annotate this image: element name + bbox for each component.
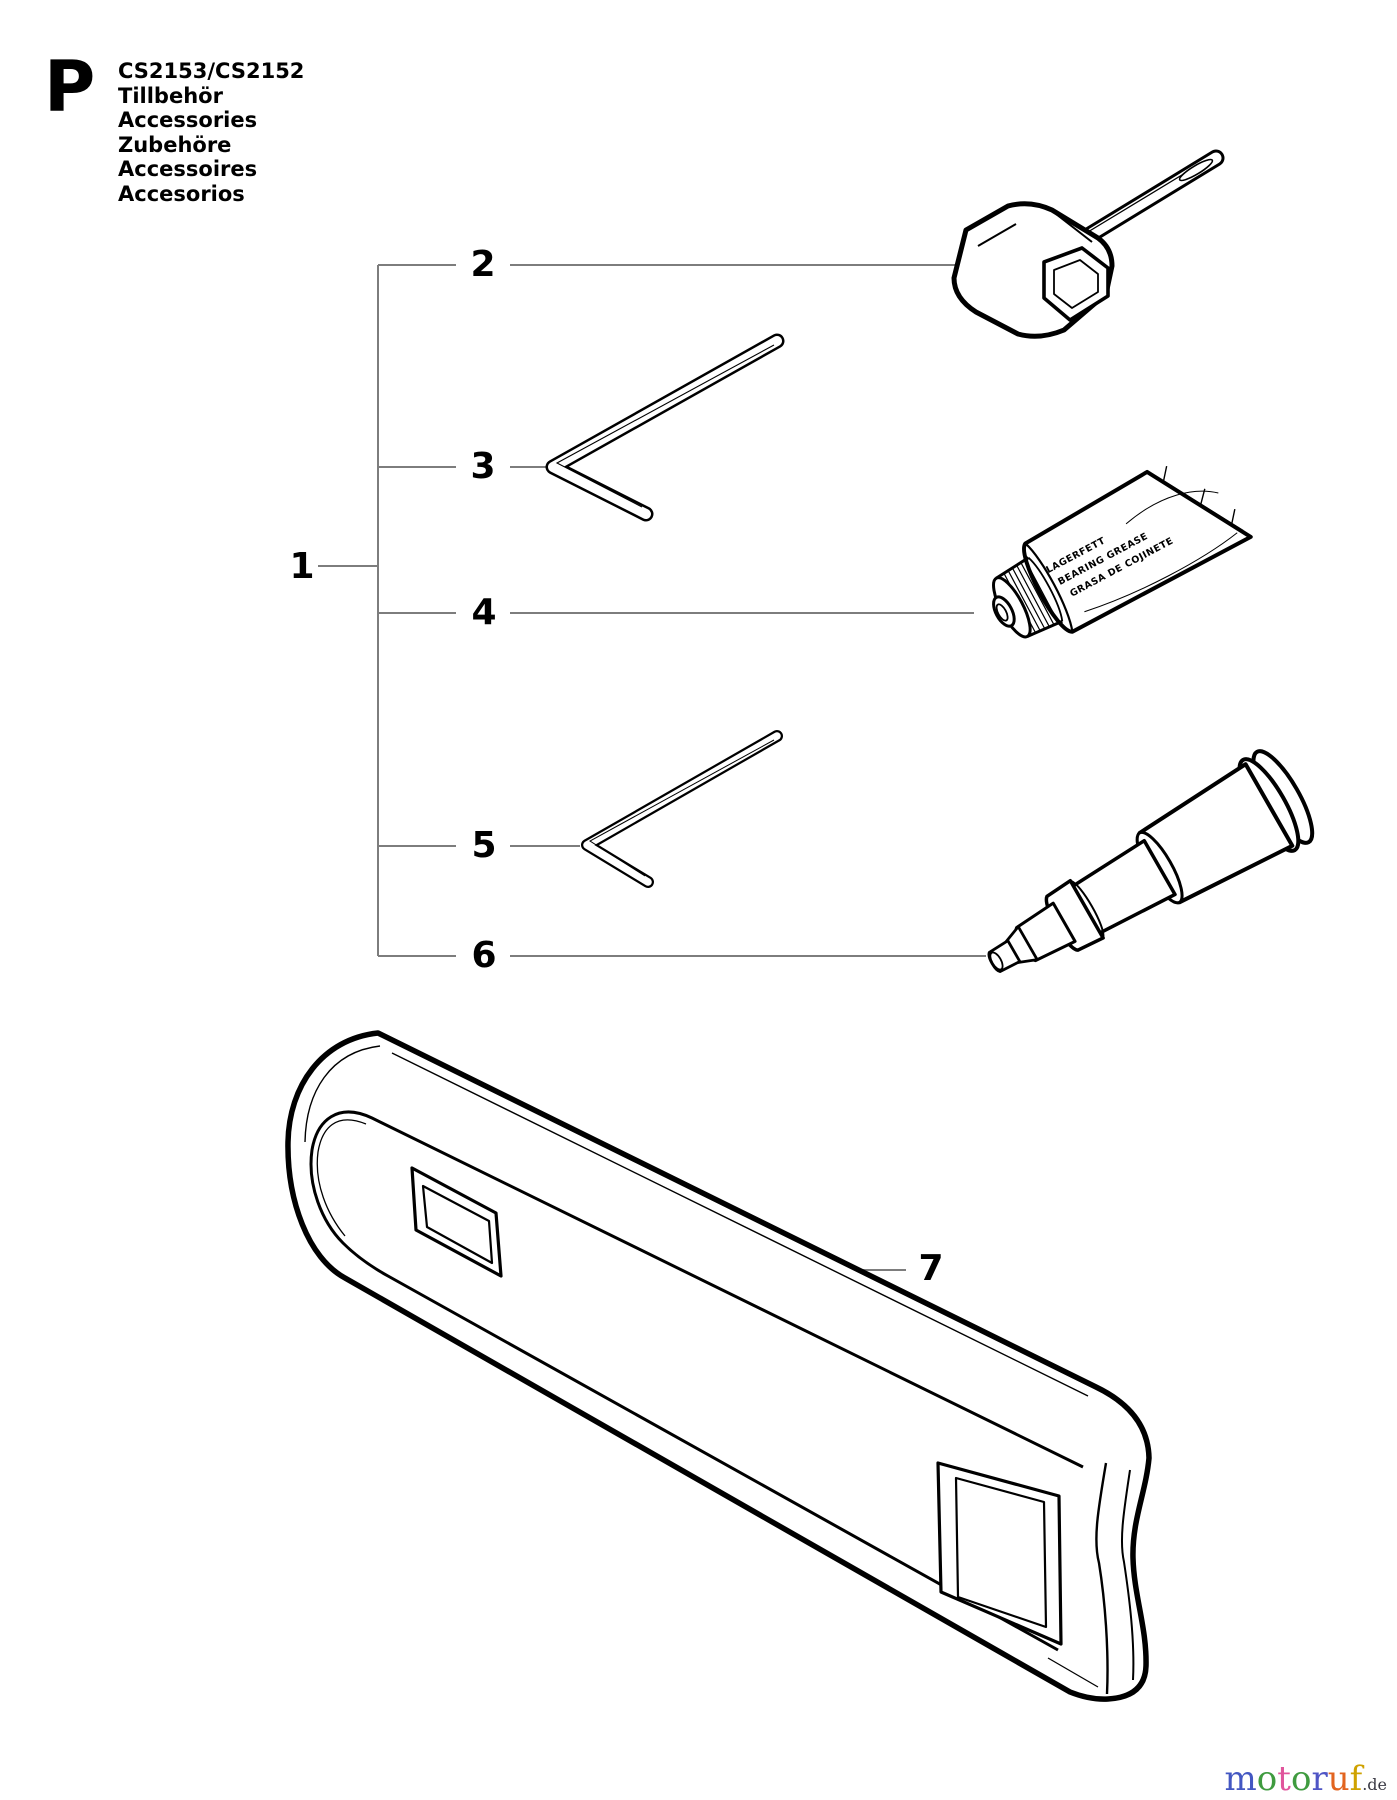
logo-letter: o: [1256, 1759, 1278, 1799]
callout-2: 2: [470, 244, 496, 285]
logo-letter: o: [1290, 1759, 1312, 1799]
title-en: Accessories: [118, 108, 258, 132]
motoruf-logo[interactable]: motoruf.de: [1225, 1762, 1387, 1796]
callout-3: 3: [470, 446, 496, 487]
callout-4: 4: [471, 592, 497, 633]
callout-5: 5: [471, 825, 497, 866]
title-de: Zubehöre: [118, 132, 232, 157]
logo-letter: r: [1311, 1759, 1328, 1799]
title-fr: Accessoires: [118, 157, 258, 181]
callout-6: 6: [471, 935, 497, 976]
logo-letter: u: [1327, 1759, 1350, 1799]
callout-leader-lines: [318, 264, 986, 1271]
callout-7: 7: [918, 1248, 944, 1289]
part-hex-key-large: [545, 333, 785, 522]
part-grease-tube: LAGERFETT BEARING GREASE GRASA DE COJINE…: [992, 465, 1253, 639]
title-es: Accesorios: [118, 181, 245, 206]
part-hex-key-small: [581, 730, 783, 888]
logo-suffix: .de: [1362, 1775, 1387, 1794]
part-combination-wrench: [951, 149, 1225, 339]
logo-letter: m: [1224, 1759, 1257, 1799]
title-sv: Tillbehör: [118, 83, 223, 108]
title-block: CS2153/CS2152 Tillbehör Accessories Zube…: [118, 59, 304, 206]
logo-letter: t: [1277, 1759, 1291, 1799]
callout-1: 1: [289, 546, 315, 587]
model-number: CS2153/CS2152: [118, 59, 305, 83]
part-piston-stop-tool: [987, 749, 1315, 973]
part-chain-guard: [285, 1030, 1152, 1702]
logo-letter: f: [1349, 1759, 1363, 1799]
section-letter: P: [44, 46, 96, 128]
